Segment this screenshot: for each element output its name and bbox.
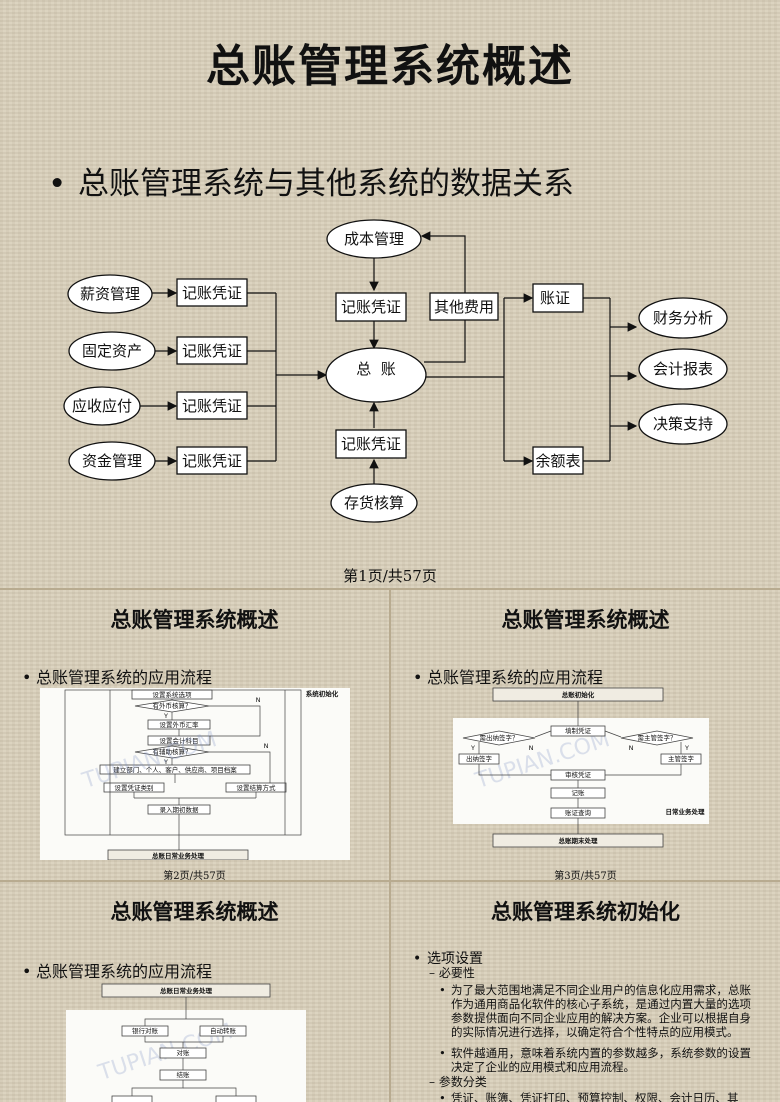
page-number: 第1页/共57页 — [343, 567, 437, 585]
svg-text:有外币核算？: 有外币核算？ — [153, 701, 192, 710]
slide-bullet: •总账管理系统的应用流程 — [22, 668, 213, 687]
svg-text:Y: Y — [684, 744, 689, 752]
svg-text:设置凭证类别: 设置凭证类别 — [115, 783, 154, 792]
node-juece: 决策支持 — [653, 415, 713, 433]
svg-text:Y: Y — [470, 744, 475, 752]
svg-text:N: N — [529, 744, 534, 752]
node-cunhuo: 存货核算 — [344, 494, 404, 512]
svg-text:审核凭证: 审核凭证 — [565, 770, 592, 779]
node-jizhang-3: 记账凭证 — [182, 397, 242, 415]
svg-text:对账: 对账 — [177, 1048, 191, 1057]
node-chengben: 成本管理 — [344, 230, 404, 248]
node-zijin: 资金管理 — [82, 452, 142, 470]
node-jizhang-2: 记账凭证 — [182, 342, 242, 360]
flowchart-image: TUPIAN.COM — [40, 688, 350, 861]
svg-text:结账: 结账 — [177, 1070, 191, 1079]
node-yingshou: 应收应付 — [72, 397, 132, 415]
svg-text:系统初始化: 系统初始化 — [306, 689, 339, 698]
page-number: 第3页/共57页 — [554, 871, 617, 880]
flowchart-diagram: 总账初始化 填制凭证 需出纳签字？ 需主管签字？ 出纳签字 主管签字 审核凭证 … — [458, 687, 706, 848]
svg-text:Y: Y — [163, 758, 168, 766]
slide-1: 总账管理系统概述 •总账管理系统与其他系统的数据关系 — [0, 0, 780, 588]
svg-text:设置系统选项: 设置系统选项 — [153, 690, 193, 699]
paragraph: •凭证、账簿、凭证打印、预算控制、权限、会计日历、其 — [439, 1091, 739, 1102]
svg-text:总账日常业务处理: 总账日常业务处理 — [160, 986, 213, 995]
slide-bullet: •选项设置 — [413, 951, 483, 967]
slide-title: 总账管理系统概述 — [110, 608, 279, 632]
sub-heading: – 必要性 — [429, 966, 475, 980]
slide-title: 总账管理系统概述 — [501, 608, 670, 632]
node-jizhang-bottom: 记账凭证 — [341, 435, 401, 453]
data-relation-diagram: 成本管理 薪资管理 固定资产 应收应付 资金管理 记账凭证 记账凭证 记账凭证 … — [63, 219, 728, 523]
slide-bullet: •总账管理系统的应用流程 — [22, 962, 213, 981]
svg-text:建立部门、个人、客户、供应商、项目档案: 建立部门、个人、客户、供应商、项目档案 — [113, 765, 237, 774]
svg-text:N: N — [629, 744, 634, 752]
svg-text:N: N — [256, 696, 261, 704]
node-xinzi: 薪资管理 — [80, 285, 140, 303]
paragraph: •软件越通用，意味着系统内置的参数越多，系统参数的设置决定了企业的应用模式和应用… — [439, 1046, 751, 1074]
node-caiwu: 财务分析 — [653, 309, 713, 327]
node-yuee: 余额表 — [535, 452, 580, 470]
svg-text:设置会计科目: 设置会计科目 — [160, 736, 199, 745]
svg-text:主管签字: 主管签字 — [668, 754, 695, 763]
svg-text:有辅助核算？: 有辅助核算？ — [153, 747, 192, 756]
svg-text:记账: 记账 — [572, 788, 586, 797]
svg-text:填制凭证: 填制凭证 — [565, 726, 592, 735]
svg-text:总账初始化: 总账初始化 — [562, 690, 595, 699]
node-zongzhang: 总 账 — [356, 360, 396, 378]
node-jizhang-1: 记账凭证 — [182, 284, 242, 302]
svg-text:需主管签字？: 需主管签字？ — [638, 733, 677, 742]
node-kuaiji: 会计报表 — [653, 360, 713, 378]
node-jizhang-top: 记账凭证 — [341, 298, 401, 316]
node-jizhang-4: 记账凭证 — [182, 452, 242, 470]
slide-3[interactable]: 总账管理系统概述 •总账管理系统的应用流程 TUPIAN.COM 总账初始化 — [391, 590, 780, 880]
node-zhangzheng: 账证 — [540, 289, 570, 307]
slide-5[interactable]: 总账管理系统初始化 •选项设置 – 必要性 •为了最大范围地满足不同企业用户的信… — [391, 882, 780, 1102]
slide-title: 总账管理系统概述 — [110, 900, 279, 924]
svg-text:银行对账: 银行对账 — [132, 1026, 159, 1035]
flowchart-diagram: 总账日常业务处理 银行对账 自动转账 对账 结账 — [101, 983, 271, 1102]
slide-title: 总账管理系统概述 — [206, 41, 574, 92]
slide-bullet: •总账管理系统的应用流程 — [413, 668, 604, 687]
slide-2[interactable]: 总账管理系统概述 •总账管理系统的应用流程 TUPIAN.COM — [0, 590, 389, 880]
page-number: 第2页/共57页 — [163, 871, 226, 880]
node-guding: 固定资产 — [82, 342, 142, 360]
slide-4[interactable]: 总账管理系统概述 •总账管理系统的应用流程 TUPIAN.COM 总账日常业务处… — [0, 882, 389, 1102]
svg-text:日常业务处理: 日常业务处理 — [666, 807, 706, 816]
svg-text:自动转账: 自动转账 — [210, 1026, 237, 1035]
svg-text:需出纳签字？: 需出纳签字？ — [480, 733, 519, 742]
sub-heading: – 参数分类 — [429, 1075, 487, 1089]
slide-title: 总账管理系统初始化 — [491, 900, 680, 924]
node-qita: 其他费用 — [434, 298, 494, 316]
svg-text:设置结算方式: 设置结算方式 — [237, 783, 277, 792]
svg-text:总账日常业务处理: 总账日常业务处理 — [152, 851, 205, 860]
paragraph: •为了最大范围地满足不同企业用户的信息化应用需求，总账作为通用商品化软件的核心子… — [439, 983, 751, 1039]
svg-text:总账期末处理: 总账期末处理 — [559, 836, 599, 845]
svg-text:录入期初数据: 录入期初数据 — [160, 805, 200, 814]
svg-text:Y: Y — [163, 712, 168, 720]
svg-text:出纳签字: 出纳签字 — [466, 754, 493, 763]
svg-text:账证查询: 账证查询 — [565, 808, 592, 817]
divider — [0, 880, 780, 882]
divider — [389, 588, 391, 1102]
svg-text:设置外币汇率: 设置外币汇率 — [160, 720, 200, 729]
svg-text:N: N — [264, 742, 269, 750]
slide-bullet: •总账管理系统与其他系统的数据关系 — [48, 166, 574, 202]
